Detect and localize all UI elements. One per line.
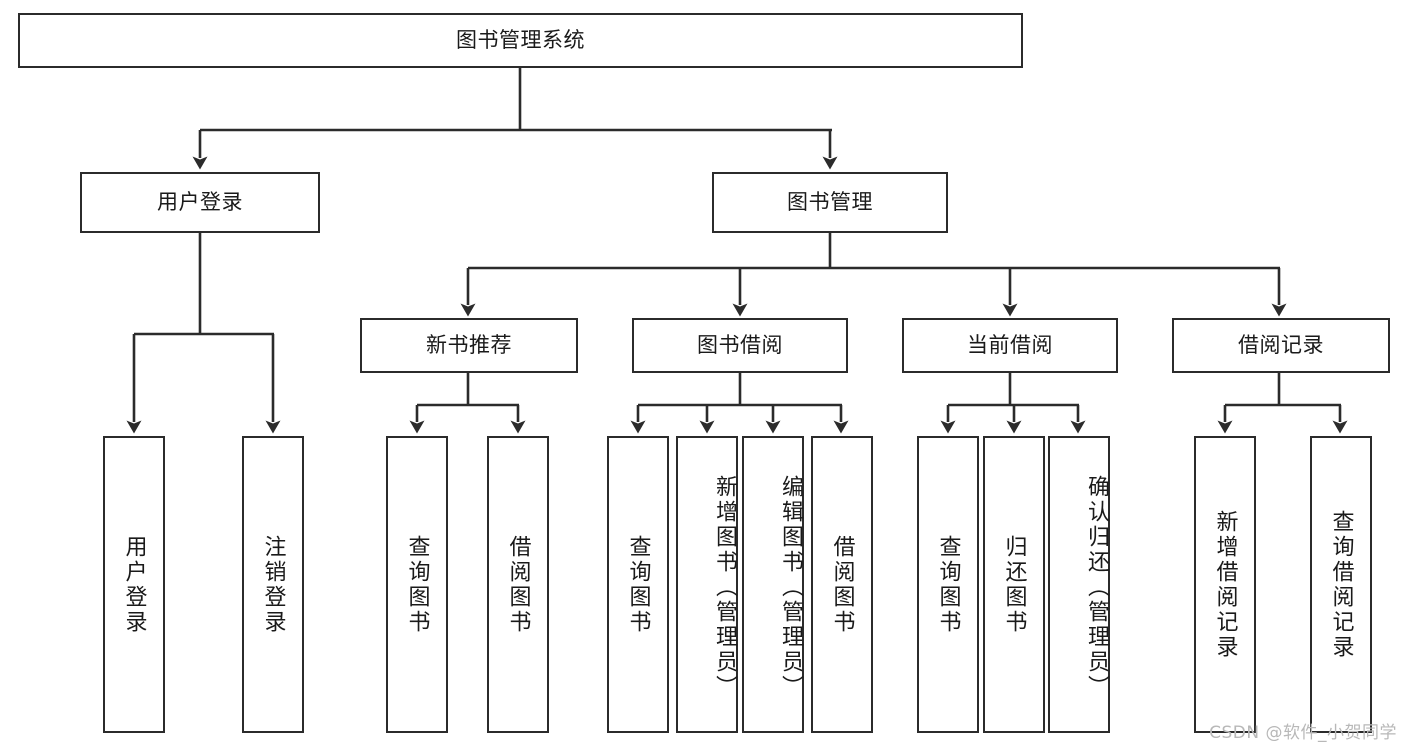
node-label: 查询图书 [935,534,961,635]
node-new-book-recommend[interactable]: 新书推荐 [360,318,578,373]
leaf-add-borrow-record[interactable]: 新增借阅记录 [1194,436,1256,733]
node-label: 归还图书 [1001,534,1027,635]
node-user-login[interactable]: 用户登录 [80,172,320,233]
node-label: 当前借阅 [967,332,1053,357]
leaf-query-book-borrow[interactable]: 查询图书 [607,436,669,733]
node-label: 新增图书（管理员） [712,475,737,700]
leaf-borrow-book-borrow[interactable]: 借阅图书 [811,436,873,733]
node-label: 图书管理 [787,189,873,214]
leaf-query-book-new-rec[interactable]: 查询图书 [386,436,448,733]
node-label: 图书借阅 [697,332,783,357]
node-label: 用户登录 [121,534,147,635]
node-root-book-management-system[interactable]: 图书管理系统 [18,13,1023,68]
node-label: 注销登录 [260,534,286,635]
node-label: 借阅图书 [505,534,531,635]
node-label: 借阅记录 [1238,332,1324,357]
leaf-add-book-admin[interactable]: 新增图书（管理员） [676,436,738,733]
node-label: 查询图书 [625,534,651,635]
leaf-user-logout[interactable]: 注销登录 [242,436,304,733]
node-label: 确认归还（管理员） [1084,475,1109,700]
node-label: 新书推荐 [426,332,512,357]
leaf-confirm-return-admin[interactable]: 确认归还（管理员） [1048,436,1110,733]
csdn-watermark: CSDN @软件_小贺同学 [1209,723,1397,743]
leaf-query-borrow-record[interactable]: 查询借阅记录 [1310,436,1372,733]
leaf-query-book-current[interactable]: 查询图书 [917,436,979,733]
leaf-borrow-book-new-rec[interactable]: 借阅图书 [487,436,549,733]
leaf-return-book[interactable]: 归还图书 [983,436,1045,733]
leaf-edit-book-admin[interactable]: 编辑图书（管理员） [742,436,804,733]
node-label: 编辑图书（管理员） [778,475,803,700]
node-current-borrow[interactable]: 当前借阅 [902,318,1118,373]
node-book-borrow[interactable]: 图书借阅 [632,318,848,373]
node-label: 用户登录 [157,189,243,214]
node-label: 新增借阅记录 [1212,509,1238,660]
node-book-management[interactable]: 图书管理 [712,172,948,233]
leaf-user-login[interactable]: 用户登录 [103,436,165,733]
node-label: 借阅图书 [829,534,855,635]
node-label: 查询借阅记录 [1328,509,1354,660]
node-borrow-record[interactable]: 借阅记录 [1172,318,1390,373]
node-label: 图书管理系统 [456,27,585,52]
node-label: 查询图书 [404,534,430,635]
